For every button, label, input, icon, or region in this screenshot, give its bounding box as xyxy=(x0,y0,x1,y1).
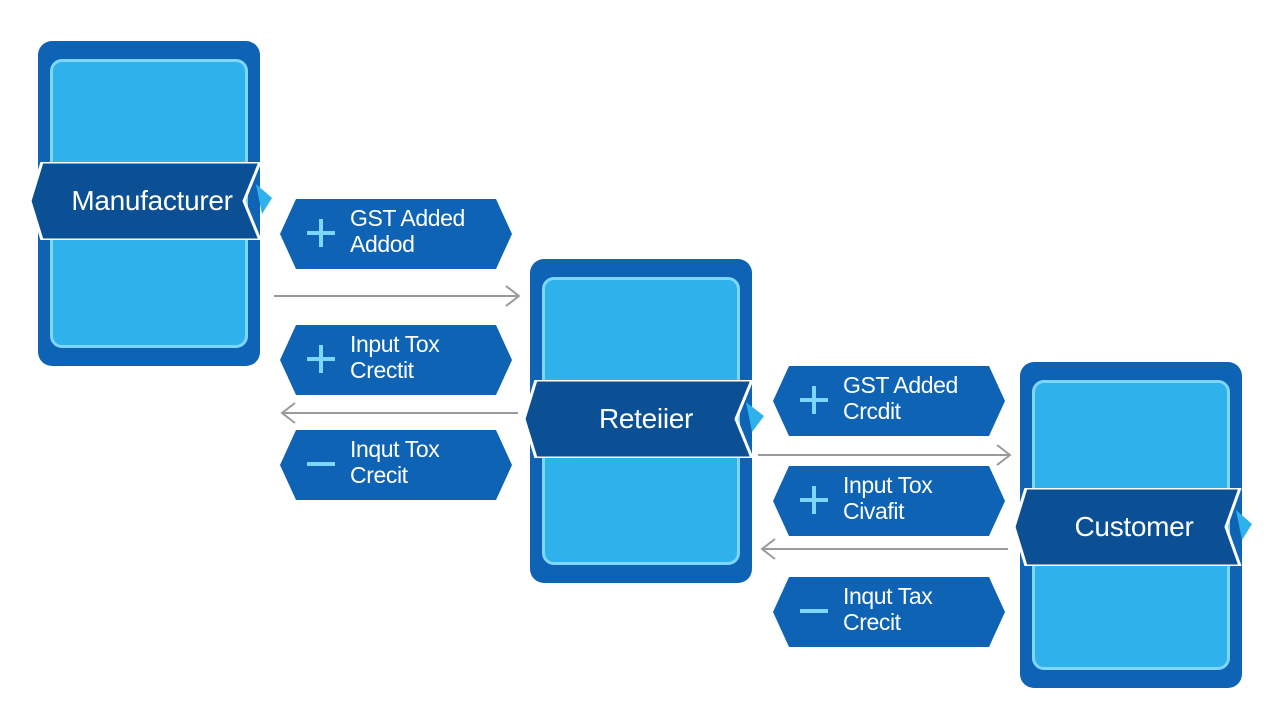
arrow-retailer-to-customer xyxy=(758,444,1012,466)
flow-line1: GST Added xyxy=(843,372,958,398)
customer-label: Customer xyxy=(1074,511,1194,542)
flow-line2: Crectit xyxy=(350,357,414,383)
flow-line1: Input Tox xyxy=(350,331,440,357)
manufacturer-label: Manufacturer xyxy=(71,185,233,216)
minus-icon xyxy=(307,462,335,466)
flow-line1: Inqut Tax xyxy=(843,583,933,609)
plus-icon xyxy=(307,219,335,247)
flow-pill-input-tax-2: Inqut Tox Crecit xyxy=(280,430,512,500)
flow-line2: Crcdit xyxy=(843,398,901,424)
customer-banner-shape xyxy=(1014,488,1252,566)
flow-pill-input-tax-1: Input Tox Crectit xyxy=(280,325,512,395)
arrow-retailer-to-manufacturer xyxy=(280,402,518,424)
flow-line1: Input Tox xyxy=(843,472,933,498)
flow-pill-input-tax-3: Input Tox Civafit xyxy=(773,466,1005,536)
flow-pill-input-tax-4: Inqut Tax Crecit xyxy=(773,577,1005,647)
pill-shape xyxy=(280,430,512,500)
manufacturer-banner-shape xyxy=(30,162,272,240)
customer-banner: Customer xyxy=(1014,488,1254,566)
pill-shape xyxy=(773,577,1005,647)
pill-shape xyxy=(773,366,1005,436)
arrow-customer-to-retailer xyxy=(760,538,1008,560)
plus-icon xyxy=(307,345,335,373)
flow-line2: Addod xyxy=(350,231,415,257)
flow-line2: Crecit xyxy=(843,609,901,635)
pill-shape xyxy=(280,199,512,269)
pill-shape xyxy=(773,466,1005,536)
flow-pill-gst-added-2: GST Added Crcdit xyxy=(773,366,1005,436)
retailer-banner: Reteiier xyxy=(524,380,768,458)
plus-icon xyxy=(800,486,828,514)
manufacturer-banner: Manufacturer xyxy=(30,162,274,240)
retailer-label: Reteiier xyxy=(598,403,694,434)
flow-line2: Crecit xyxy=(350,462,408,488)
minus-icon xyxy=(800,609,828,613)
flow-pill-gst-added-1: GST Added Addod xyxy=(280,199,512,269)
flow-line1: Inqut Tox xyxy=(350,436,440,462)
plus-icon xyxy=(800,386,828,414)
flow-line2: Civafit xyxy=(843,498,905,524)
pill-shape xyxy=(280,325,512,395)
retailer-banner-shape xyxy=(524,380,764,458)
flow-line1: GST Added xyxy=(350,205,465,231)
arrow-manufacturer-to-retailer xyxy=(274,285,521,307)
